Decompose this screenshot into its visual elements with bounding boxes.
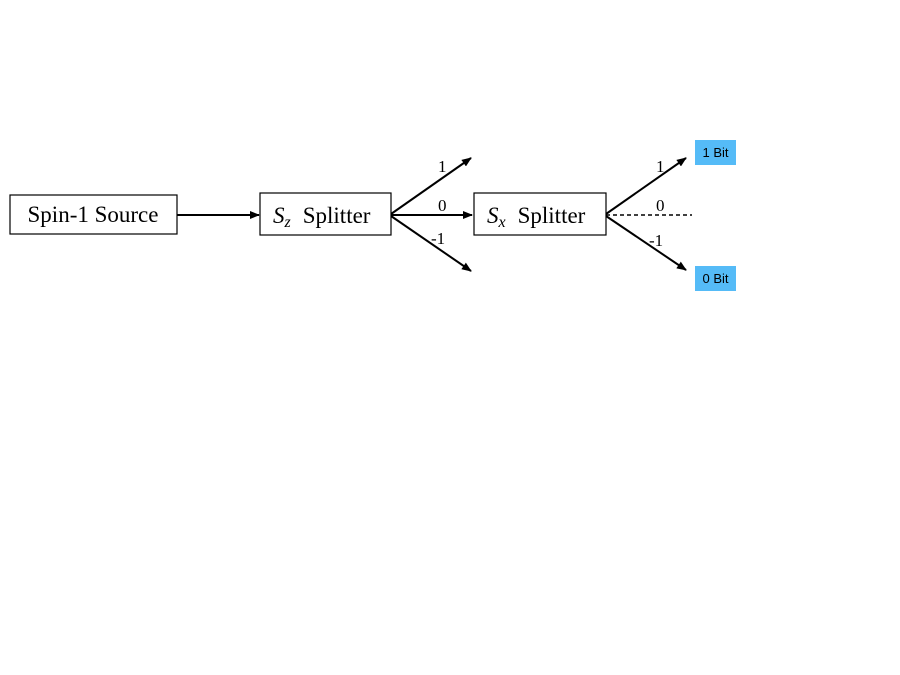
sz-subscript: z xyxy=(284,214,292,231)
sx-down-label: -1 xyxy=(649,231,663,250)
sx-down-arrow xyxy=(605,215,687,271)
one-bit-box: 1 Bit xyxy=(695,140,736,165)
sx-splitter-box: Sx Splitter xyxy=(473,192,607,236)
sz-down-arrow xyxy=(390,215,472,272)
sz-splitter-box: Sz Splitter xyxy=(259,192,392,236)
sx-middle-label: 0 xyxy=(656,196,665,215)
sz-up-label: 1 xyxy=(438,157,447,176)
sx-up-arrow xyxy=(605,157,687,215)
sz-symbol: S xyxy=(273,203,285,228)
zero-bit-label: 0 Bit xyxy=(702,271,728,286)
one-bit-fill xyxy=(695,140,736,165)
sx-symbol: S xyxy=(487,203,499,228)
sz-up-arrow xyxy=(390,157,472,215)
zero-bit-box: 0 Bit xyxy=(695,266,736,291)
source-box: Spin-1 Source xyxy=(9,194,178,235)
sx-splitter-text: Sx Splitter xyxy=(487,203,586,231)
sz-middle-label: 0 xyxy=(438,196,447,215)
sx-subscript: x xyxy=(498,214,506,231)
sx-up-label: 1 xyxy=(656,157,665,176)
sz-down-label: -1 xyxy=(431,229,445,248)
sx-label: Splitter xyxy=(518,203,586,228)
sz-label: Splitter xyxy=(303,203,371,228)
sz-splitter-text: Sz Splitter xyxy=(273,203,371,231)
source-label: Spin-1 Source xyxy=(28,202,159,227)
zero-bit-fill xyxy=(695,266,736,291)
one-bit-label: 1 Bit xyxy=(702,145,728,160)
